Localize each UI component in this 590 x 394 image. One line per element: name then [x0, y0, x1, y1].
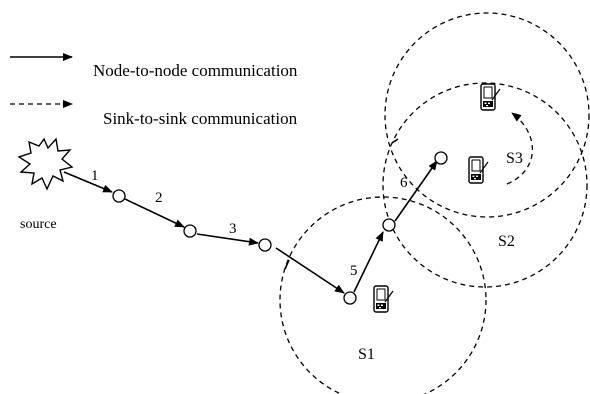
step-label-1: 1 — [91, 168, 99, 184]
starburst-icon — [17, 137, 74, 191]
step-label-3: 3 — [229, 221, 237, 237]
sink-range-s3 — [384, 12, 590, 218]
step-label-6: 6 — [400, 175, 408, 191]
sink-to-sink-arrow — [506, 112, 534, 185]
handheld-device-icon — [373, 285, 394, 313]
source-label: source — [20, 217, 57, 232]
legend-dashed-label: Sink-to-sink communication — [103, 109, 298, 128]
legend-solid-label: Node-to-node communication — [93, 61, 298, 80]
sensor-node-3 — [258, 238, 272, 252]
sink-range-s2 — [382, 82, 588, 288]
sensor-node-2 — [183, 224, 197, 238]
source-node: source — [17, 137, 74, 232]
sensor-node-4 — [343, 291, 357, 305]
sink-range-s1 — [279, 196, 487, 394]
sink-label-s3: S3 — [506, 150, 523, 167]
legend: Node-to-node communication Sink-to-sink … — [10, 53, 298, 128]
handheld-device-icon — [480, 83, 501, 111]
step-label-5: 5 — [350, 263, 358, 279]
sensor-node-5 — [382, 218, 396, 232]
sink-label-s1: S1 — [358, 346, 375, 363]
sensor-node-6 — [434, 151, 448, 165]
routing-path — [63, 138, 438, 294]
handheld-device-icon — [468, 156, 489, 184]
sink-label-s2: S2 — [498, 233, 515, 250]
step-label-2: 2 — [155, 190, 163, 206]
sensor-node-1 — [112, 189, 126, 203]
